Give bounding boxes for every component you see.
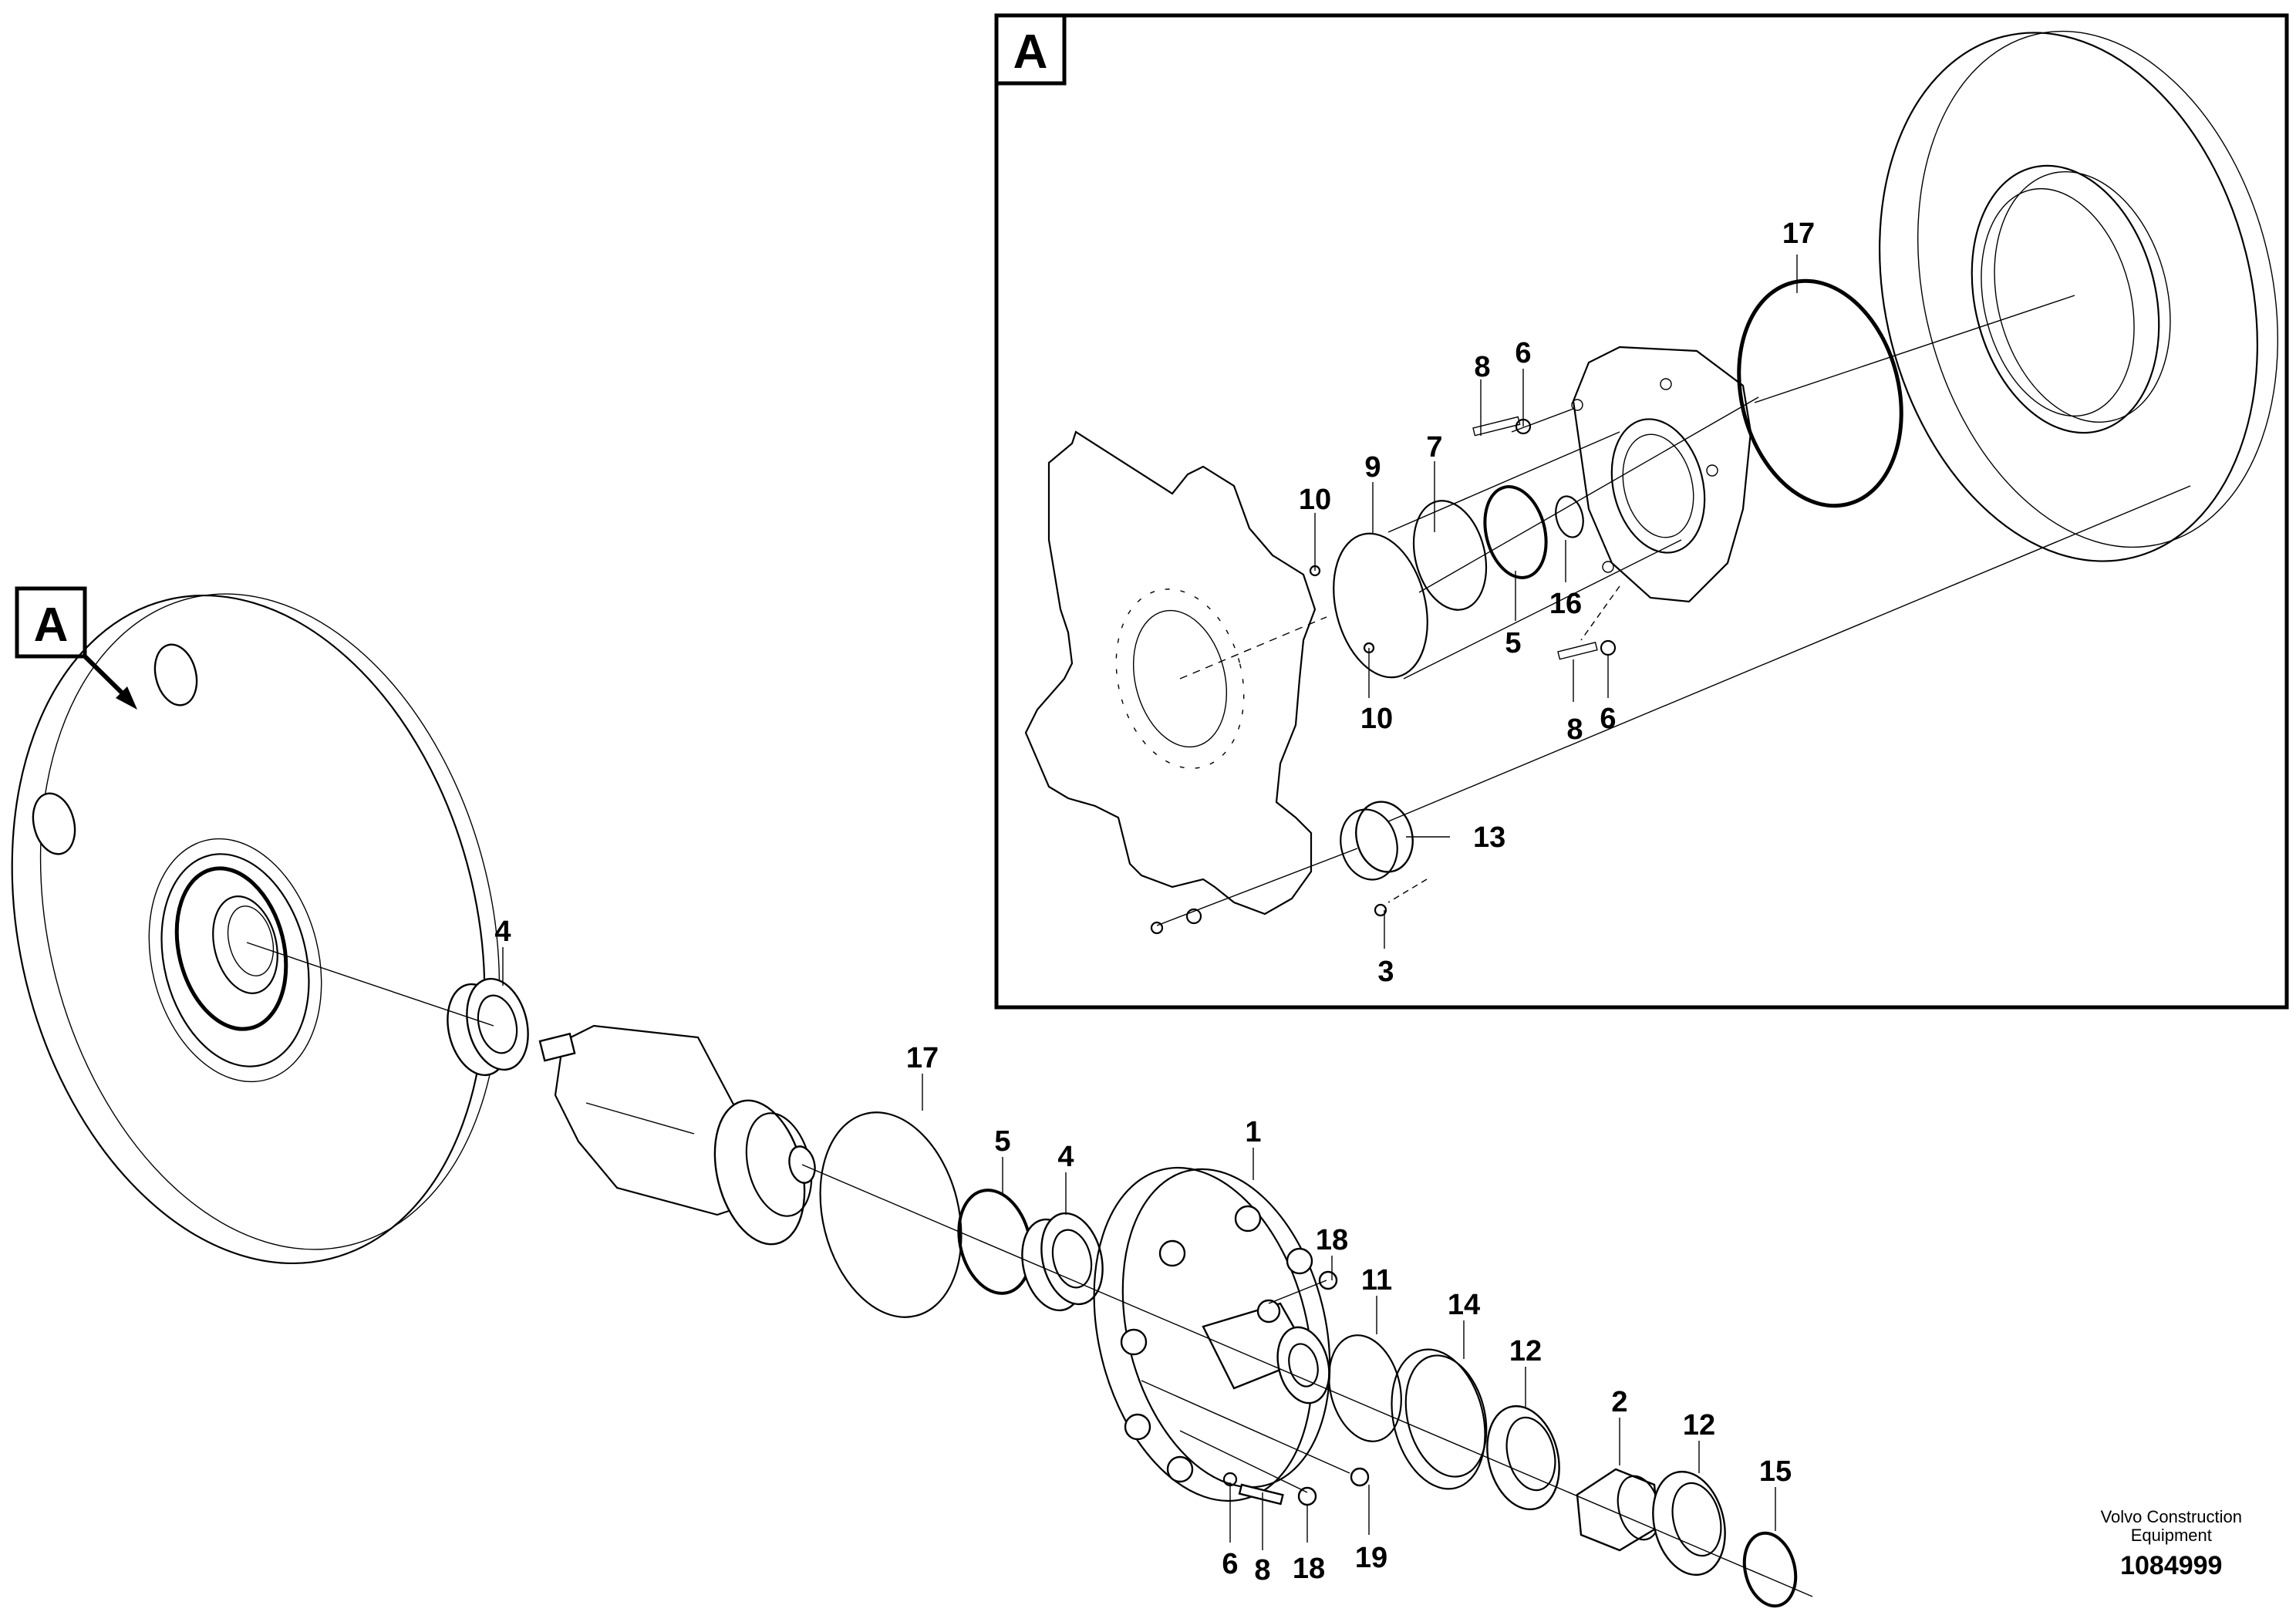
main-hub-1: [1093, 1166, 1331, 1502]
inset-bearing-carrier: [1571, 346, 1752, 603]
main-callout-8: 8: [1254, 1554, 1270, 1587]
inset-callout-9: 9: [1364, 451, 1381, 484]
main-ring-11: [1328, 1334, 1402, 1442]
inset-cap-13: [1340, 801, 1414, 881]
inset-callout-3: 3: [1377, 956, 1394, 988]
main-callout-12-first: 12: [1509, 1335, 1542, 1367]
inset-frame: [994, 13, 2289, 1010]
main-callout-19: 19: [1355, 1542, 1387, 1574]
main-callout-11: 11: [1361, 1264, 1392, 1297]
main-callout-4-right: 4: [1057, 1141, 1074, 1173]
inset-disc-plate: [1879, 30, 2278, 562]
main-callout-4-left: 4: [494, 916, 511, 948]
brand-line-2: Equipment: [2130, 1526, 2212, 1545]
inset-callout-10b: 10: [1360, 703, 1393, 735]
main-view: A: [11, 586, 1813, 1608]
inset-callout-10a: 10: [1299, 484, 1331, 516]
inset-callout-17: 17: [1782, 218, 1815, 250]
main-circlip-15: [1742, 1531, 1798, 1608]
brand-line-1: Volvo Construction: [2100, 1507, 2242, 1526]
inset-callout-8b: 8: [1566, 713, 1583, 746]
inset-circlip-5: [1483, 485, 1548, 579]
main-seal-14: [1391, 1348, 1488, 1490]
main-fasteners: [1222, 1270, 1370, 1506]
main-callout-18-bottom: 18: [1293, 1553, 1325, 1585]
inset-callout-13: 13: [1473, 821, 1505, 854]
main-race-12-first: [1486, 1404, 1560, 1511]
footer-credit: Volvo Construction Equipment 1084999: [2101, 1508, 2242, 1581]
document-number: 1084999: [2120, 1551, 2223, 1580]
main-bearing-4-left: [447, 977, 529, 1077]
main-badge-letter: A: [34, 599, 69, 652]
inset-disc-7: [1412, 500, 1488, 611]
inset-callout-16: 16: [1549, 588, 1582, 620]
main-callout-18-top: 18: [1316, 1224, 1348, 1256]
main-callout-1: 1: [1245, 1116, 1261, 1148]
main-callout-14: 14: [1448, 1289, 1480, 1321]
inset-ring-16: [1555, 495, 1584, 538]
inset-o-ring-17: [1737, 278, 1903, 508]
inset-callout-7: 7: [1426, 431, 1442, 464]
main-leaders: [502, 947, 1776, 1550]
main-o-ring-17: [819, 1111, 963, 1318]
main-badge: A: [15, 586, 137, 710]
main-drive-unit: [538, 1024, 816, 1246]
main-axis-lines: [246, 942, 1813, 1597]
detail-a-inset: A: [994, 13, 2289, 1010]
main-bearing-4-right: [1021, 1212, 1104, 1312]
inset-callout-5: 5: [1505, 627, 1521, 659]
inset-cover-9: [1333, 532, 1428, 679]
main-callout-12-second: 12: [1683, 1409, 1715, 1442]
main-disc: [11, 593, 501, 1264]
inset-callout-8a: 8: [1474, 351, 1490, 383]
main-callout-5: 5: [994, 1125, 1010, 1158]
main-callout-2: 2: [1611, 1386, 1627, 1418]
main-race-12-second: [1652, 1470, 1726, 1576]
main-callout-6: 6: [1222, 1548, 1238, 1580]
inset-callout-6b: 6: [1600, 703, 1616, 735]
main-callout-15: 15: [1759, 1455, 1792, 1488]
inset-callout-6a: 6: [1515, 337, 1531, 369]
main-callout-17: 17: [906, 1042, 939, 1074]
inset-badge: A: [994, 13, 1067, 86]
inset-badge-letter: A: [1013, 25, 1048, 79]
inset-star-plate: [1024, 430, 1317, 916]
inset-leaders: [1314, 255, 1798, 949]
